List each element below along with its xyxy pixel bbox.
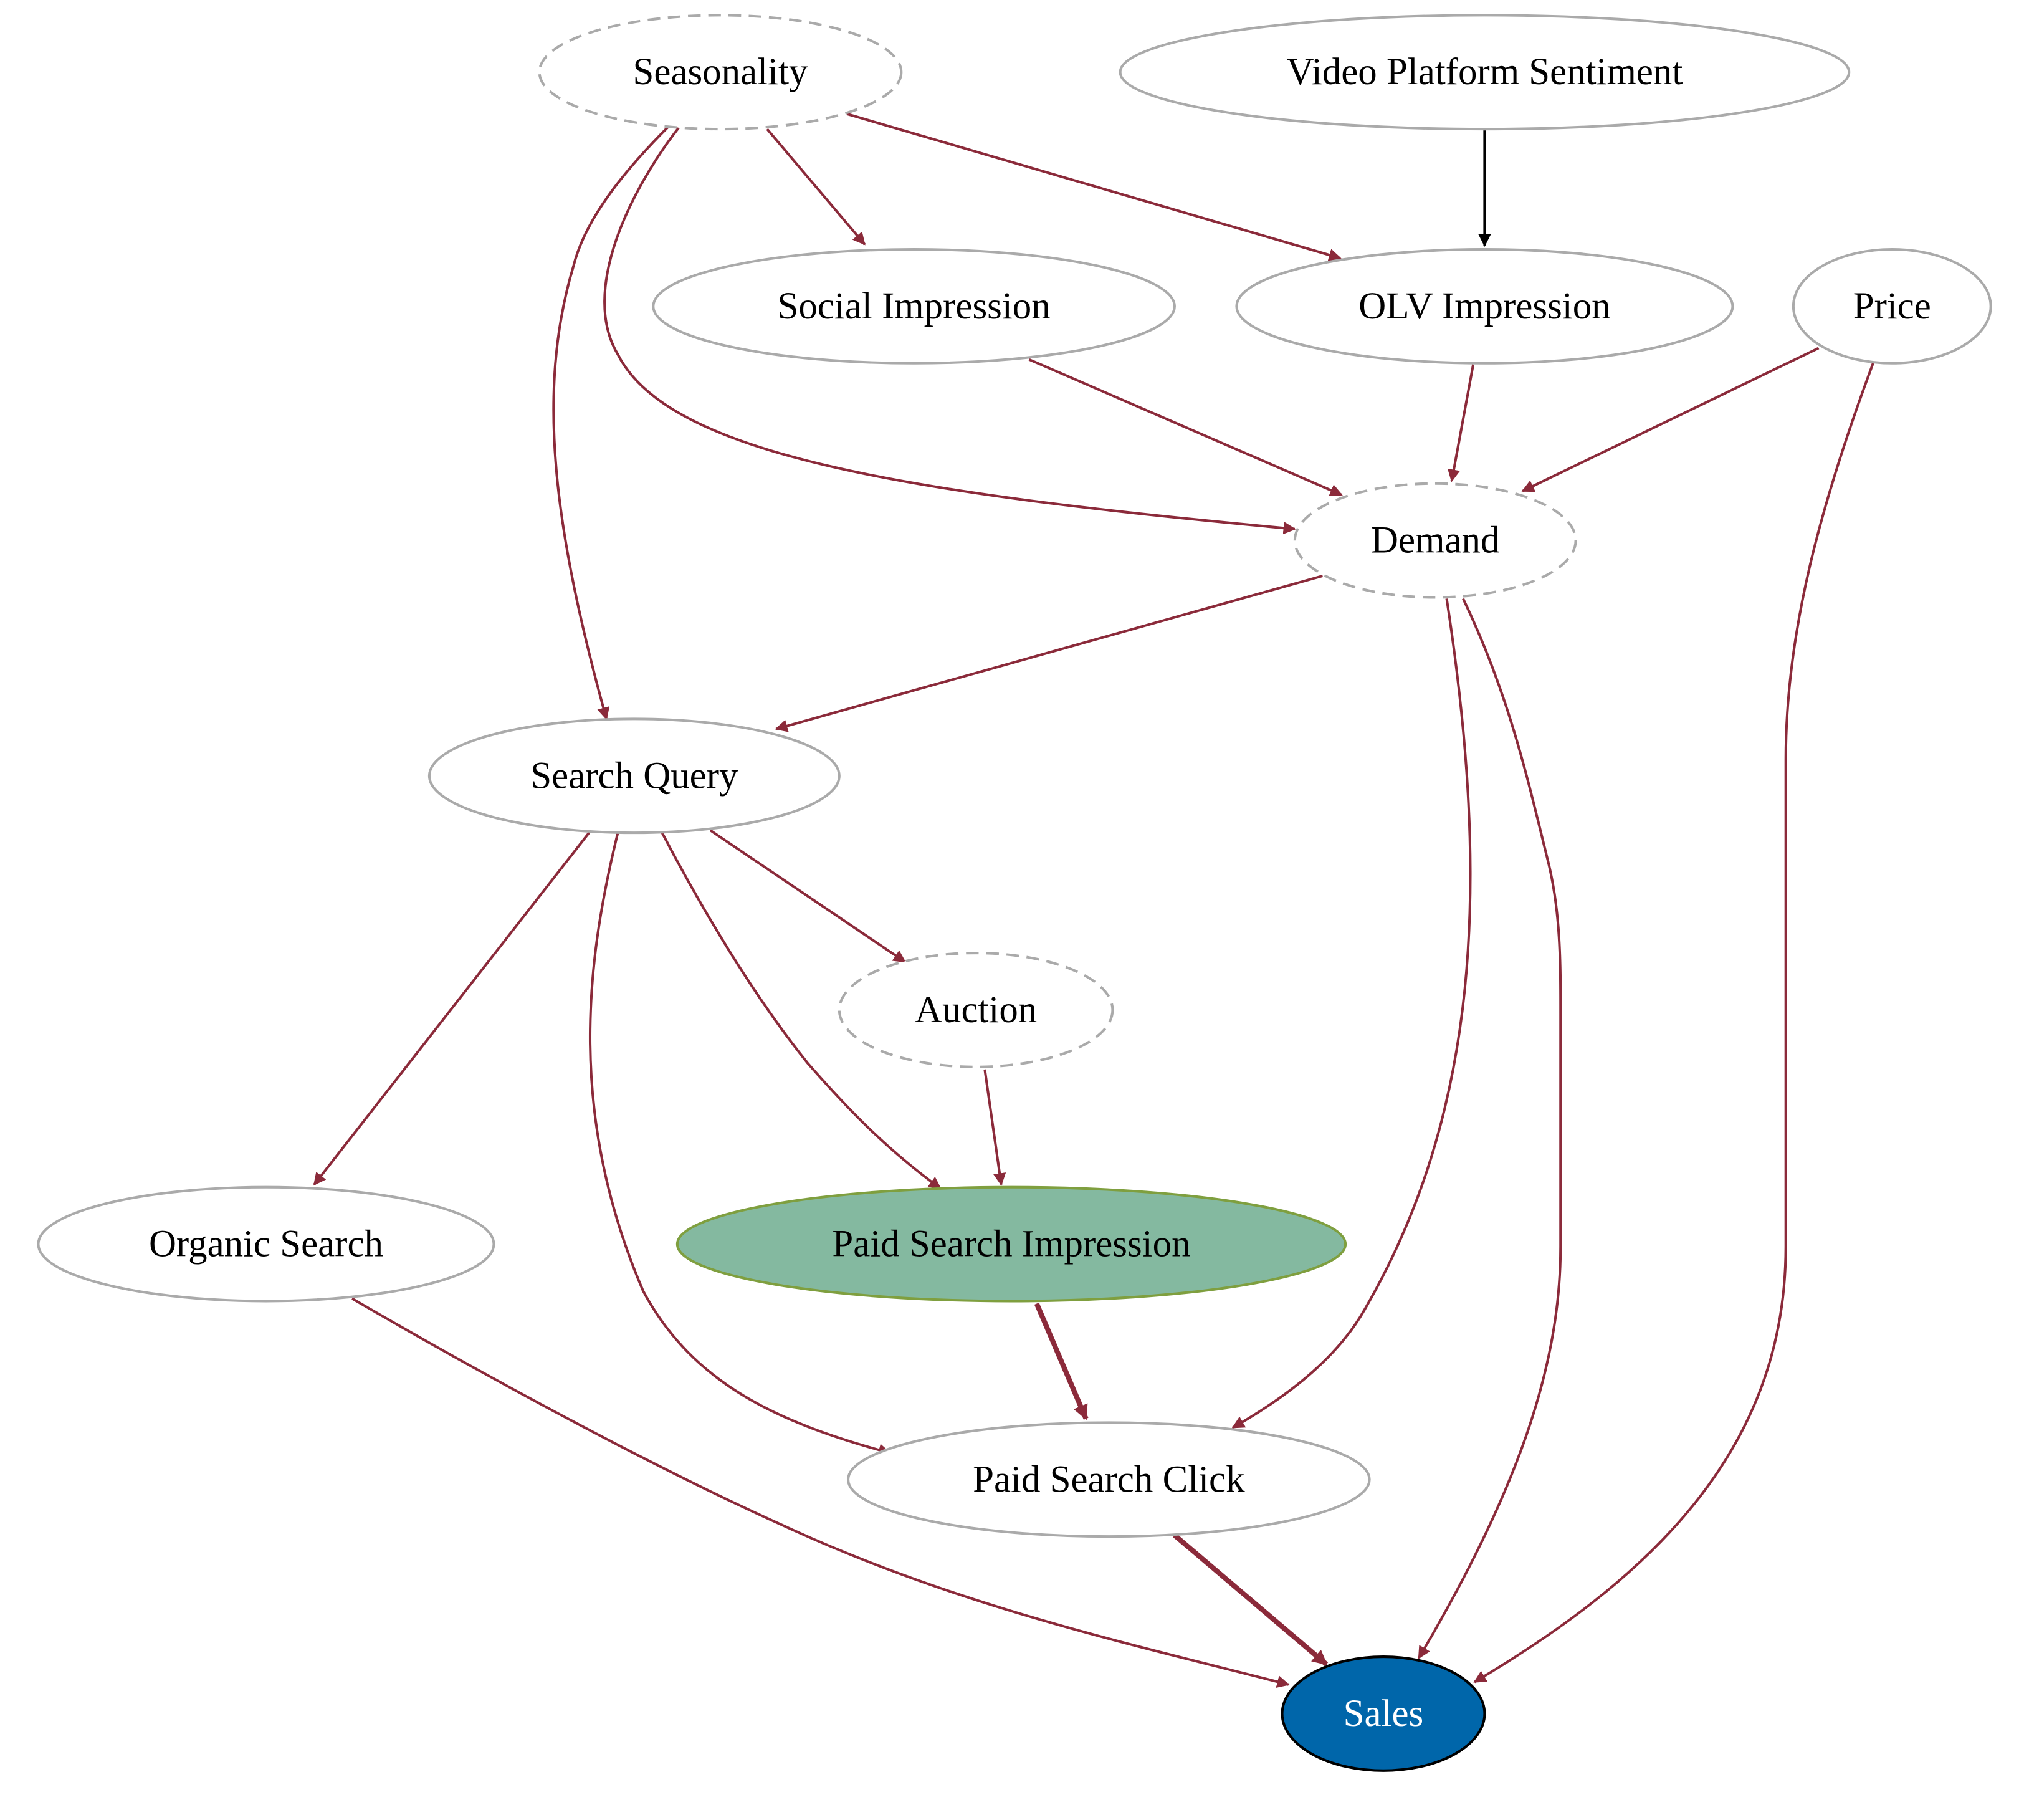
edge-price-to-demand xyxy=(1521,347,1820,492)
node-label-social-impression: Social Impression xyxy=(778,285,1051,327)
node-label-paid-search-impression: Paid Search Impression xyxy=(832,1224,1190,1265)
node-video-platform-sentiment: Video Platform Sentiment xyxy=(1119,14,1851,131)
edge-search-query-to-paid-search-click xyxy=(589,832,892,1457)
node-olv-impression: OLV Impression xyxy=(1235,247,1734,365)
node-label-organic-search: Organic Search xyxy=(149,1224,383,1265)
node-label-paid-search-click: Paid Search Click xyxy=(973,1458,1245,1500)
node-paid-search-click: Paid Search Click xyxy=(847,1421,1371,1538)
node-social-impression: Social Impression xyxy=(652,247,1176,365)
node-demand: Demand xyxy=(1293,482,1577,599)
node-label-video-platform-sentiment: Video Platform Sentiment xyxy=(1287,51,1683,93)
node-shape-seasonality xyxy=(538,14,903,131)
node-shape-auction xyxy=(838,952,1114,1068)
edge-search-query-to-paid-search-impression xyxy=(661,832,942,1190)
edge-search-query-to-organic-search xyxy=(313,830,591,1186)
node-shape-price xyxy=(1792,247,1992,365)
edge-seasonality-to-social-impression xyxy=(766,128,866,246)
node-shape-search-query xyxy=(427,717,841,835)
node-price: Price xyxy=(1792,247,1992,365)
node-shape-olv-impression xyxy=(1235,247,1734,365)
node-sales: Sales xyxy=(1281,1655,1486,1772)
edge-olv-impression-to-demand xyxy=(1447,364,1475,482)
node-shape-paid-search-impression xyxy=(675,1185,1347,1303)
edge-auction-to-paid-search-impression xyxy=(983,1069,1006,1186)
node-layer: Seasonality Video Platform SentimentSocia… xyxy=(37,14,1992,1772)
node-search-query: Search Query xyxy=(427,717,841,835)
edge-social-impression-to-demand xyxy=(1028,358,1343,497)
node-label-price: Price xyxy=(1853,285,1931,327)
node-label-sales: Sales xyxy=(1344,1693,1424,1735)
edge-demand-to-search-query xyxy=(775,574,1324,732)
node-shape-social-impression xyxy=(652,247,1176,365)
edge-layer xyxy=(313,112,1874,1688)
node-label-olv-impression: OLV Impression xyxy=(1358,285,1610,327)
node-shape-paid-search-click xyxy=(847,1421,1371,1538)
node-label-demand: Demand xyxy=(1371,520,1499,562)
node-label-search-query: Search Query xyxy=(530,755,738,797)
node-shape-organic-search xyxy=(37,1185,495,1303)
node-organic-search: Organic Search xyxy=(37,1185,495,1303)
edge-paid-search-click-to-sales xyxy=(1173,1533,1329,1667)
edge-demand-to-paid-search-click xyxy=(1231,598,1472,1429)
node-auction: Auction xyxy=(838,952,1114,1068)
edge-seasonality-to-demand xyxy=(603,127,1296,535)
node-shape-video-platform-sentiment xyxy=(1119,14,1851,131)
node-shape-sales xyxy=(1281,1655,1486,1772)
edge-paid-search-impression-to-paid-search-click xyxy=(1034,1302,1089,1420)
node-shape-demand xyxy=(1293,482,1577,599)
edge-search-query-to-auction xyxy=(709,829,907,963)
node-paid-search-impression: Paid Search Impression xyxy=(675,1185,1347,1303)
edge-seasonality-to-olv-impression xyxy=(846,112,1342,261)
node-label-seasonality: Seasonality xyxy=(633,51,808,93)
edge-demand-to-sales xyxy=(1418,598,1562,1659)
node-seasonality: Seasonality xyxy=(538,14,903,131)
edge-seasonality-to-search-query xyxy=(552,125,670,721)
edge-price-to-sales xyxy=(1473,363,1874,1684)
edge-organic-search-to-sales xyxy=(351,1297,1290,1688)
node-label-auction: Auction xyxy=(915,989,1037,1031)
